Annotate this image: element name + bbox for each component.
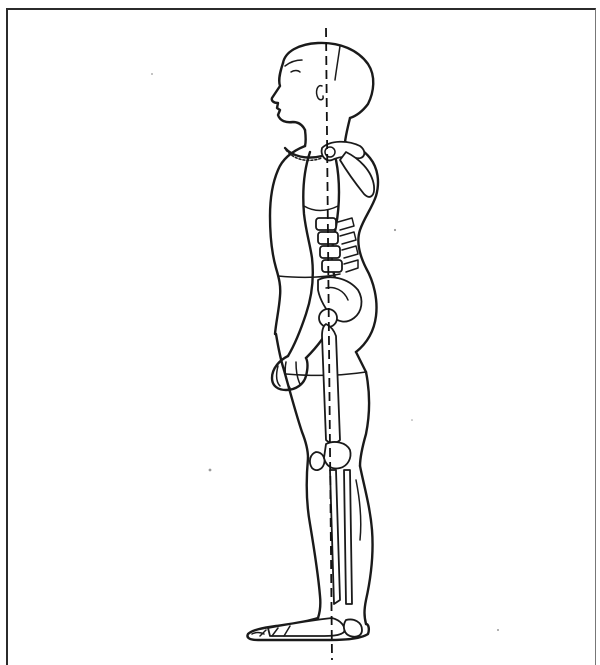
head (272, 43, 373, 130)
femur (322, 324, 340, 443)
scapula (322, 142, 375, 197)
pelvis (318, 277, 361, 327)
foot (247, 618, 368, 640)
lower-leg-bones (330, 470, 352, 604)
hand (272, 356, 308, 390)
